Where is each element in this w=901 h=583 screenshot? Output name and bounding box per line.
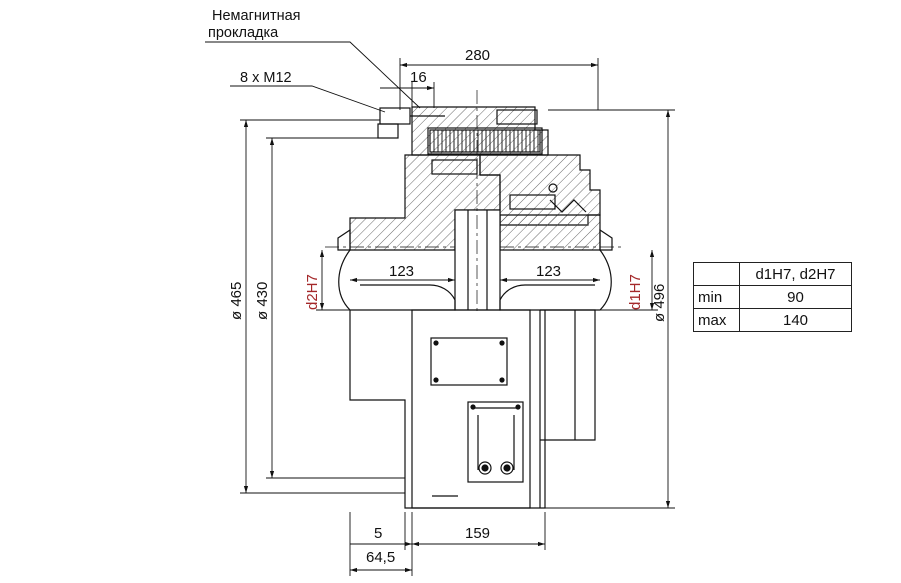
table-row-label: max [693,308,740,332]
dim-bolt-offset: 16 [410,69,427,86]
dim-body-159: 159 [465,525,490,542]
dim-dia-496: ø 496 [651,284,668,322]
dimension-lines [205,41,675,576]
dim-d2: d2H7 [304,274,321,310]
table-header-row: d1H7, d2H7 [693,262,852,286]
table-row-value: 90 [739,285,852,309]
dim-dia-465: ø 465 [228,282,245,320]
table-row: max 140 [693,308,852,332]
gasket-callout-line2: прокладка [208,25,279,41]
bore-size-table: d1H7, d2H7 min 90 max 140 [693,262,852,332]
table-row: min 90 [693,285,852,309]
coupling-section [325,90,625,509]
table-row-label: min [693,285,740,309]
dim-width-total: 280 [465,47,490,64]
bolts-callout: 8 x M12 [240,70,292,86]
dim-d1: d1H7 [627,274,644,310]
gasket-callout-line1: Немагнитная [212,8,301,24]
dim-offset-5: 5 [374,525,382,542]
table-header-cell [693,262,740,286]
dim-bore-left: 123 [389,263,414,280]
table-row-value: 140 [739,308,852,332]
dim-bore-right: 123 [536,263,561,280]
dim-offset-64: 64,5 [366,549,395,566]
dim-dia-430: ø 430 [254,282,271,320]
table-header-cell: d1H7, d2H7 [739,262,852,286]
